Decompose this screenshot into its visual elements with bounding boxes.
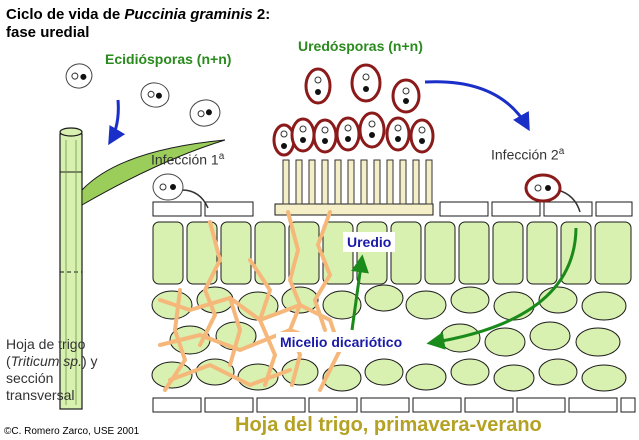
page-subtitle: fase uredial [6,24,90,41]
mycelium-to-uredium-arrow [350,254,369,331]
caption-paren-close: ) y [81,353,98,369]
urediospores-label: Uredósporas (n+n) [298,38,423,54]
urediospore-arrow [424,80,530,132]
infection-2-label: Infección 2a [491,146,564,163]
credit-text: ©C. Romero Zarco, USE 2001 [4,426,140,437]
wheat-leaf-caption: Hoja de trigo (Triticum sp.) y sección t… [6,336,98,404]
title-species: Puccinia graminis [124,6,253,23]
wheat-stem [59,127,226,410]
mycelium-label: Micelio dicariótico [276,332,407,352]
urediospore-cluster [272,63,435,205]
aeciospores-label: Ecidiósporas (n+n) [105,51,232,67]
caption-line-4: transversal [6,387,75,403]
uredium-label: Uredio [343,232,396,252]
aeciospores [65,63,221,127]
infection-2-text: Infección 2 [491,146,559,163]
caption-species: Triticum sp. [10,353,82,369]
title-prefix: Ciclo de vida de [6,6,125,23]
page-title: Ciclo de vida de Puccinia graminis 2: [6,6,270,24]
infection-1-spore [152,173,209,209]
infection-1-text: Infección 1 [151,151,219,168]
infection-1-label: Infección 1a [151,151,224,168]
aeciospore-arrow [108,99,126,146]
title-suffix: 2: [252,6,271,23]
mycelium-network [158,210,343,392]
palisade-tissue [152,221,632,285]
caption-line-1: Hoja de trigo [6,336,86,352]
caption-paren-open: ( [6,353,11,369]
lower-epidermis [152,397,636,413]
infection-1-superscript: a [218,151,225,162]
caption-line-3: sección [6,370,54,386]
upper-epidermis [152,201,633,217]
caption-line-2: (Triticum sp.) y [6,353,98,370]
reinfection-arrow [426,227,578,350]
infection-2-spore [524,173,581,213]
footer-caption: Hoja del trigo, primavera-verano [235,414,542,436]
infection-2-superscript: a [558,146,565,157]
uredium-base [274,203,434,216]
